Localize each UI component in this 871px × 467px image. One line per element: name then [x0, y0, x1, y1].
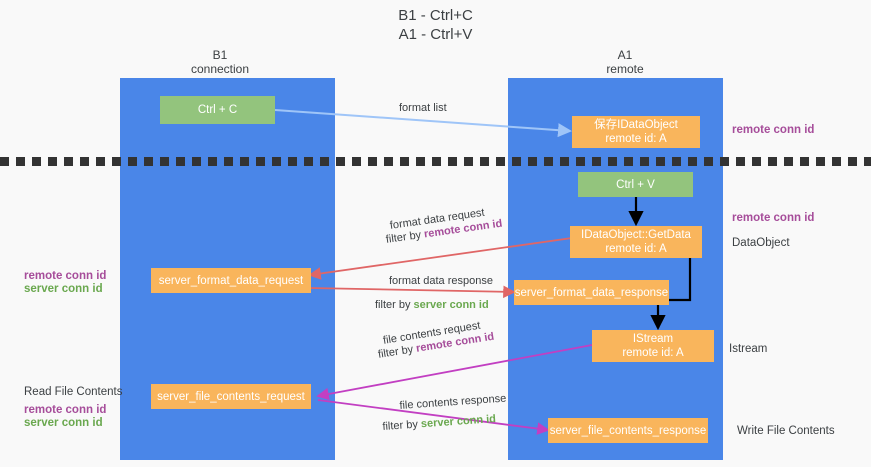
node-server-format-data-request[interactable]: server_format_data_request	[151, 268, 311, 293]
node-server-format-data-response-label: server_format_data_response	[514, 286, 669, 299]
annotation-left-remote-conn-id-2: remote conn id	[24, 404, 107, 416]
column-header-b1-role: connection	[190, 62, 250, 76]
node-save-idataobject[interactable]: 保存IDataObject remote id: A	[572, 116, 700, 148]
column-header-a1: A1 remote	[545, 48, 705, 76]
node-server-file-contents-response-label: server_file_contents_response	[549, 424, 707, 437]
column-header-b1-name: B1	[212, 48, 228, 62]
node-istream-line2: remote id: A	[622, 347, 684, 359]
node-server-format-data-response[interactable]: server_format_data_response	[514, 280, 669, 305]
annotation-read-file-contents: Read File Contents	[24, 386, 123, 398]
phase-divider	[0, 157, 871, 166]
diagram-title: B1 - Ctrl+C A1 - Ctrl+V	[0, 6, 871, 44]
title-line-1: B1 - Ctrl+C	[398, 7, 473, 24]
node-ctrl-c[interactable]: Ctrl + C	[160, 96, 275, 124]
node-idataobject-getdata[interactable]: IDataObject::GetData remote id: A	[570, 226, 702, 258]
node-istream-line1: IStream	[632, 333, 674, 345]
title-line-2: A1 - Ctrl+V	[398, 26, 473, 43]
node-server-file-contents-response[interactable]: server_file_contents_response	[548, 418, 708, 443]
node-save-idataobject-line2: remote id: A	[605, 133, 667, 145]
filter-prefix-2: filter by	[375, 299, 414, 311]
flow-label-format-data-response: format data response	[389, 275, 493, 287]
annotation-remote-conn-id-top: remote conn id	[732, 124, 815, 136]
node-idataobject-getdata-line1: IDataObject::GetData	[581, 229, 691, 241]
node-ctrl-v[interactable]: Ctrl + V	[578, 172, 693, 197]
filter-key-server-conn-id-2: server conn id	[420, 413, 497, 431]
annotation-left-server-conn-id: server conn id	[24, 283, 103, 295]
flow-label-format-data-response-filter: filter by server conn id	[375, 298, 489, 312]
column-header-a1-role: remote	[606, 62, 644, 76]
node-server-file-contents-request-label: server_file_contents_request	[157, 390, 305, 403]
annotation-left-remote-conn-id: remote conn id	[24, 270, 107, 282]
column-header-a1-name: A1	[617, 48, 633, 62]
node-save-idataobject-line1: 保存IDataObject	[594, 119, 678, 131]
node-ctrl-c-label: Ctrl + C	[197, 104, 238, 116]
node-istream[interactable]: IStream remote id: A	[592, 330, 714, 362]
flow-label-format-list: format list	[399, 102, 447, 114]
node-ctrl-v-label: Ctrl + V	[616, 178, 655, 191]
annotation-dataobject: DataObject	[732, 237, 790, 249]
filter-key-server-conn-id: server conn id	[413, 299, 489, 311]
column-header-b1: B1 connection	[140, 48, 300, 76]
annotation-left-server-conn-id-2: server conn id	[24, 417, 103, 429]
node-server-format-data-request-label: server_format_data_request	[158, 274, 304, 287]
annotation-istream: Istream	[729, 343, 768, 355]
annotation-remote-conn-id-mid: remote conn id	[732, 212, 815, 224]
annotation-write-file-contents: Write File Contents	[737, 425, 835, 437]
node-idataobject-getdata-line2: remote id: A	[605, 243, 667, 255]
node-server-file-contents-request[interactable]: server_file_contents_request	[151, 384, 311, 409]
flow-label-file-contents-response-filter: filter by server conn id	[382, 412, 496, 434]
flow-label-file-contents-response: file contents response	[399, 392, 507, 412]
arrow-format-data-response	[309, 285, 516, 299]
filter-prefix: filter by	[385, 228, 425, 246]
filter-prefix-4: filter by	[382, 418, 422, 433]
